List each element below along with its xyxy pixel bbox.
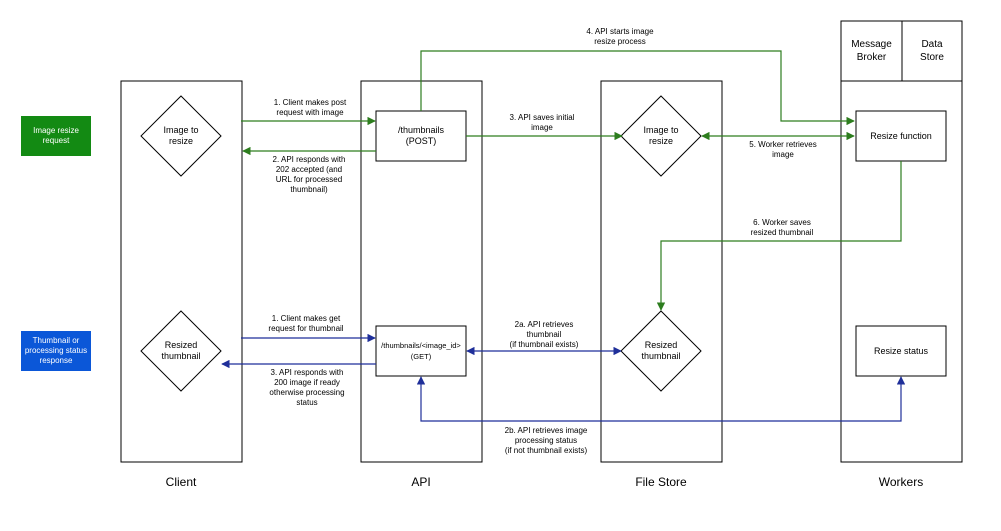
api-get-box: [375, 325, 467, 377]
store-thumbnail-label: Resized thumbnail: [641, 340, 681, 361]
image-resize-request-badge: Image resize request: [21, 116, 91, 156]
get-request-label: 1. Client makes get request for thumbnai…: [268, 314, 344, 333]
lane-title-workers: Workers: [878, 475, 924, 489]
client-image-label: Image to resize: [163, 125, 199, 146]
api-get-label: /thumbnails/<image_id> (GET): [381, 341, 461, 361]
get-response-label: 3. API responds with 200 image if ready …: [269, 368, 345, 407]
store-thumbnail-diamond: [620, 310, 702, 392]
store-image-label: Image to resize: [643, 125, 679, 146]
thumbnail-response-badge: Thumbnail or processing status response: [21, 331, 91, 371]
save-image-label: 3. API saves initial image: [509, 113, 575, 132]
lane-title-client: Client: [165, 475, 197, 489]
arrow-start-resize: [420, 50, 855, 126]
resize-status-label: Resize status: [873, 345, 929, 356]
client-thumbnail-label: Resized thumbnail: [161, 340, 201, 361]
retrieve-image-label: 5. Worker retrieves image: [749, 140, 817, 159]
resize-function-box: [855, 110, 947, 162]
client-thumbnail-diamond: [140, 310, 222, 392]
arrow-retrieve-status: [416, 376, 906, 422]
post-request-label: 1. Client makes post request with image: [273, 98, 347, 117]
client-image-diamond: [140, 95, 222, 177]
retrieve-status-label: 2b. API retrieves image processing statu…: [504, 426, 588, 455]
start-resize-label: 4. API starts image resize process: [586, 27, 654, 46]
api-post-box: [375, 110, 467, 162]
api-post-label: /thumbnails (POST): [397, 125, 445, 146]
message-broker-header: [840, 20, 903, 82]
resize-function-label: Resize function: [870, 130, 932, 141]
save-thumbnail-label: 6. Worker saves resized thumbnail: [750, 218, 814, 237]
lane-title-file-store: File Store: [635, 475, 687, 489]
post-response-label: 2. API responds with 202 accepted (and U…: [272, 155, 346, 194]
data-store-label: Data Store: [920, 39, 944, 63]
data-store-header: [901, 20, 963, 82]
retrieve-thumbnail-label: 2a. API retrieves thumbnail (if thumbnai…: [509, 320, 579, 349]
store-image-diamond: [620, 95, 702, 177]
message-broker-label: Message Broker: [851, 39, 892, 63]
resize-status-box: [855, 325, 947, 377]
arrow-save-thumbnail: [656, 161, 902, 311]
lane-title-api: API: [411, 475, 431, 489]
